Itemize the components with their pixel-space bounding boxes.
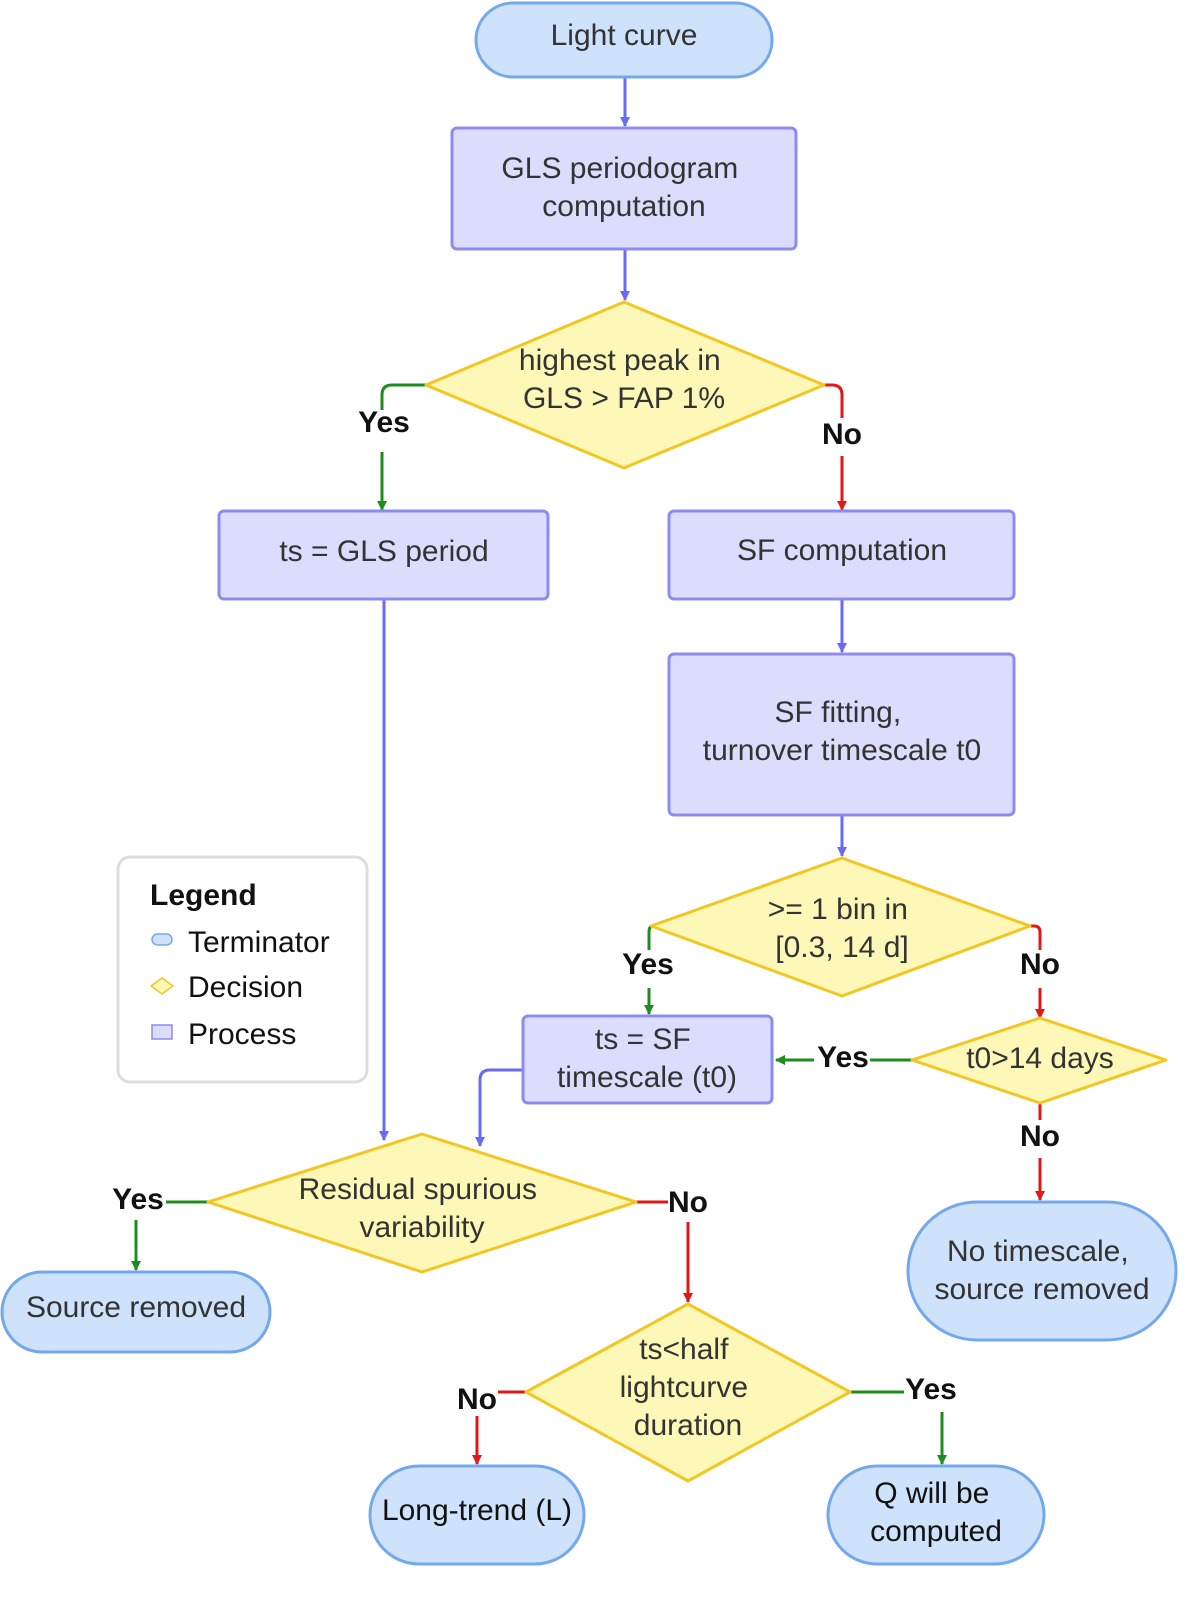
node-ts-gls-period-label: ts = GLS period <box>279 535 488 568</box>
arrow-bin-no <box>1030 924 1040 1018</box>
node-bin-decision-label: >= 1 bin in [0.3, 14 d] <box>768 893 916 964</box>
legend-decision-label: Decision <box>188 971 303 1004</box>
node-source-removed: Source removed <box>0 1270 272 1354</box>
legend-terminator-label: Terminator <box>188 926 330 959</box>
node-no-timescale: No timescale, source removed <box>906 1200 1178 1342</box>
legend: Legend Terminator Decision Process <box>116 855 369 1084</box>
node-source-removed-label: Source removed <box>26 1291 246 1324</box>
node-half-duration-decision-label: ts<half lightcurve duration <box>620 1333 757 1442</box>
node-light-curve: Light curve <box>474 1 774 79</box>
arrow-gls-no <box>824 383 842 510</box>
node-gls-computation: GLS periodogram computation <box>450 126 798 251</box>
node-q-computed: Q will be computed <box>826 1464 1046 1566</box>
node-residual-decision: Residual spurious variability <box>206 1132 638 1274</box>
node-gls-computation-label: GLS periodogram computation <box>501 152 746 223</box>
node-q-computed-label: Q will be computed <box>870 1477 1002 1548</box>
edge-label-half-no: No <box>457 1383 497 1416</box>
node-t0-decision: t0>14 days <box>910 1016 1168 1105</box>
edge-label-t0-yes: Yes <box>817 1041 869 1074</box>
node-sf-computation: SF computation <box>667 509 1016 601</box>
legend-process-label: Process <box>188 1018 296 1051</box>
edge-label-bin-no: No <box>1020 948 1060 981</box>
edge-label-residual-yes: Yes <box>112 1183 164 1216</box>
arrow-sftimescale-to-residual <box>475 1068 524 1147</box>
edge-label-gls-no: No <box>822 418 862 451</box>
edge-label-half-yes: Yes <box>905 1373 957 1406</box>
edge-label-bin-yes: Yes <box>622 948 674 981</box>
legend-process-icon <box>151 1024 173 1040</box>
legend-terminator-icon <box>151 933 173 946</box>
node-residual-decision-label: Residual spurious variability <box>299 1173 546 1244</box>
node-ts-sf-timescale-label: ts = SF timescale (t0) <box>557 1023 737 1094</box>
arrow-gls-yes <box>382 383 428 510</box>
node-long-trend-label: Long-trend (L) <box>382 1494 572 1527</box>
node-t0-decision-label: t0>14 days <box>966 1042 1114 1075</box>
node-sf-fitting: SF fitting, turnover timescale t0 <box>667 652 1016 817</box>
legend-title: Legend <box>150 879 257 912</box>
node-no-timescale-label: No timescale, source removed <box>934 1235 1149 1306</box>
node-long-trend: Long-trend (L) <box>368 1464 586 1566</box>
node-sf-fitting-label: SF fitting, turnover timescale t0 <box>703 696 981 767</box>
legend-decision-icon <box>149 977 175 995</box>
edge-label-t0-no: No <box>1020 1120 1060 1153</box>
node-gls-peak-decision-label: highest peak in GLS > FAP 1% <box>519 344 729 415</box>
node-ts-gls-period: ts = GLS period <box>217 509 550 601</box>
node-ts-sf-timescale: ts = SF timescale (t0) <box>521 1014 774 1105</box>
node-light-curve-label: Light curve <box>551 19 698 52</box>
node-sf-computation-label: SF computation <box>737 534 947 567</box>
node-gls-peak-decision: highest peak in GLS > FAP 1% <box>424 300 826 470</box>
node-half-duration-decision: ts<half lightcurve duration <box>524 1302 852 1483</box>
edge-label-gls-yes: Yes <box>358 406 410 439</box>
legend-box <box>116 855 369 1084</box>
edge-label-residual-no: No <box>668 1186 708 1219</box>
node-bin-decision: >= 1 bin in [0.3, 14 d] <box>649 856 1032 998</box>
